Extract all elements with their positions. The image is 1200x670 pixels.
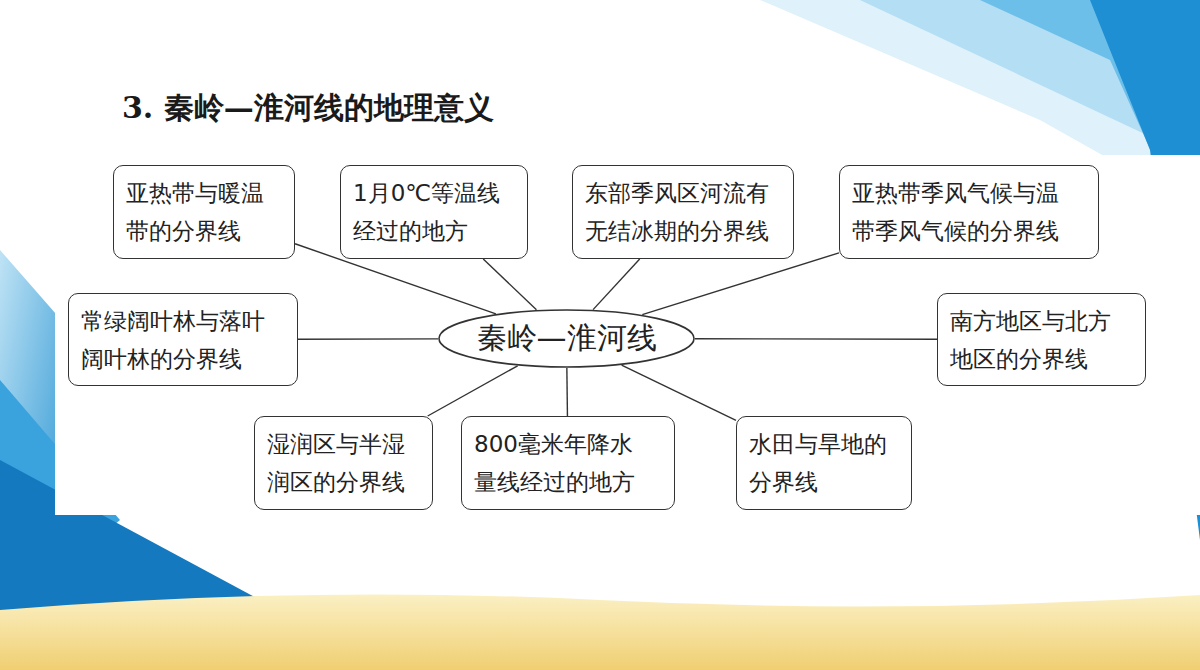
node-text: 南方地区与北方 地区的分界线 bbox=[950, 302, 1135, 378]
node-text: 水田与旱地的 分界线 bbox=[749, 425, 901, 501]
connector-line bbox=[593, 259, 640, 310]
meaning-box: 东部季风区河流有 无结冰期的分界线 bbox=[572, 165, 794, 259]
connector-line bbox=[566, 368, 568, 416]
node-text: 常绿阔叶林与落叶 阔叶林的分界线 bbox=[81, 302, 287, 378]
node-text: 800毫米年降水 量线经过的地方 bbox=[474, 425, 664, 501]
meaning-box: 800毫米年降水 量线经过的地方 bbox=[461, 416, 675, 510]
meaning-box: 南方地区与北方 地区的分界线 bbox=[937, 293, 1146, 386]
node-text: 亚热带季风气候与温 带季风气候的分界线 bbox=[852, 174, 1088, 250]
connector-line bbox=[622, 365, 736, 420]
meaning-box: 湿润区与半湿 润区的分界线 bbox=[254, 416, 433, 510]
content-panel bbox=[55, 155, 1200, 515]
central-ellipse: 秦岭—淮河线 bbox=[438, 309, 695, 368]
connector-line bbox=[642, 253, 839, 315]
node-text: 秦岭—淮河线 bbox=[477, 318, 657, 359]
meaning-box: 亚热带与暖温 带的分界线 bbox=[113, 165, 295, 259]
node-text: 亚热带与暖温 带的分界线 bbox=[126, 174, 284, 250]
sand-band bbox=[0, 594, 1200, 670]
meaning-box: 水田与旱地的 分界线 bbox=[736, 416, 912, 510]
connector-line bbox=[695, 338, 937, 340]
node-text: 1月0℃等温线 经过的地方 bbox=[353, 174, 517, 250]
connector-line bbox=[298, 338, 438, 340]
node-text: 东部季风区河流有 无结冰期的分界线 bbox=[585, 174, 783, 250]
meaning-box: 亚热带季风气候与温 带季风气候的分界线 bbox=[839, 165, 1099, 259]
slide-title: 3. 秦岭—淮河线的地理意义 bbox=[122, 88, 494, 129]
node-text: 湿润区与半湿 润区的分界线 bbox=[267, 425, 422, 501]
meaning-box: 1月0℃等温线 经过的地方 bbox=[340, 165, 528, 259]
connector-line bbox=[428, 366, 518, 416]
meaning-box: 常绿阔叶林与落叶 阔叶林的分界线 bbox=[68, 293, 298, 386]
connector-line bbox=[483, 259, 536, 310]
